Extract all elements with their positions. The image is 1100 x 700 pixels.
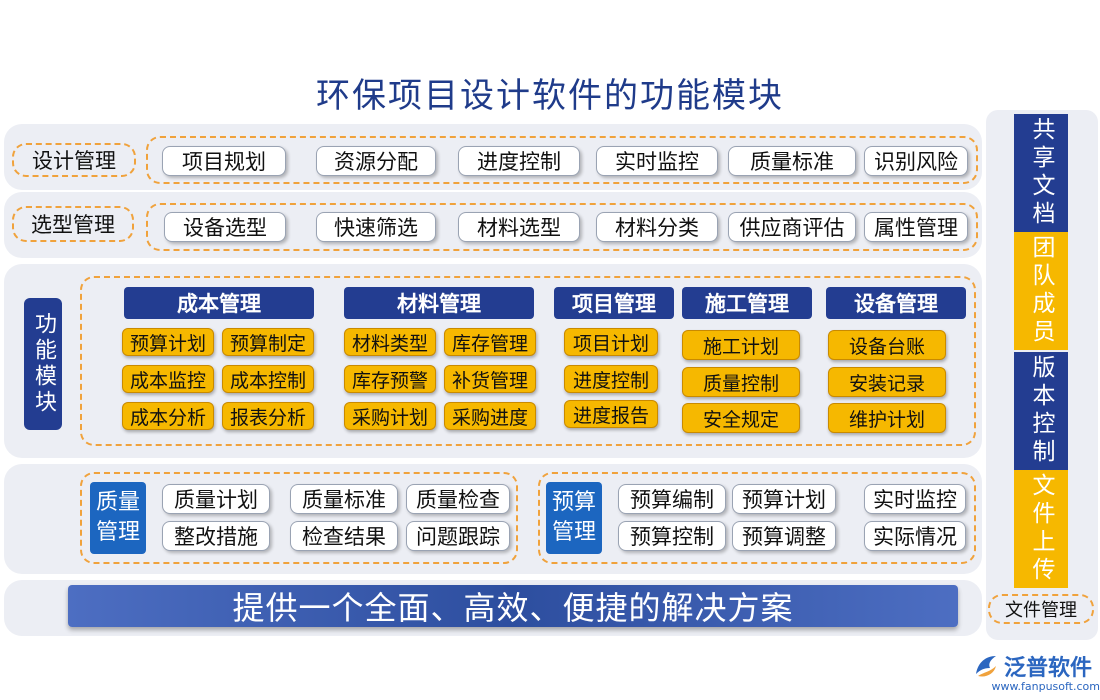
file-management-label: 文件管理	[1005, 600, 1077, 621]
budget-management-label: 预算管理	[546, 482, 602, 554]
construction-management-header: 施工管理	[682, 287, 812, 319]
function-module-frame	[80, 276, 976, 446]
project-item[interactable]: 项目计划	[564, 328, 658, 356]
page-title: 环保项目设计软件的功能模块	[316, 76, 784, 116]
quality-item[interactable]: 检查结果	[290, 521, 398, 551]
equipment-item[interactable]: 安装记录	[828, 367, 946, 397]
quality-item[interactable]: 质量标准	[290, 484, 398, 514]
design-item[interactable]: 实时监控	[596, 146, 718, 176]
selection-item[interactable]: 属性管理	[864, 212, 968, 242]
material-item[interactable]: 库存管理	[444, 328, 536, 356]
cost-management-header: 成本管理	[124, 287, 314, 319]
design-item[interactable]: 质量标准	[728, 146, 856, 176]
material-item[interactable]: 库存预警	[344, 365, 436, 393]
cost-item[interactable]: 成本分析	[122, 402, 214, 430]
budget-frame	[538, 472, 976, 564]
design-row-label-frame	[12, 143, 136, 177]
equipment-item[interactable]: 维护计划	[828, 403, 946, 433]
project-item[interactable]: 进度控制	[564, 365, 658, 393]
selection-row-label: 选型管理	[31, 213, 115, 237]
quality-item[interactable]: 问题跟踪	[406, 521, 510, 551]
material-management-header: 材料管理	[344, 287, 534, 319]
cost-item[interactable]: 预算计划	[122, 328, 214, 356]
solution-banner: 提供一个全面、高效、便捷的解决方案	[68, 585, 958, 627]
file-upload-block[interactable]: 文件上传	[1014, 470, 1068, 588]
budget-extra-item[interactable]: 实际情况	[864, 521, 966, 551]
selection-item[interactable]: 材料选型	[458, 212, 580, 242]
shared-docs-block[interactable]: 共享文档	[1014, 114, 1068, 232]
construction-item[interactable]: 安全规定	[682, 403, 800, 433]
budget-extra-item[interactable]: 实时监控	[864, 484, 966, 514]
budget-item[interactable]: 预算调整	[732, 521, 836, 551]
material-item[interactable]: 补货管理	[444, 365, 536, 393]
fanpu-logo-icon	[972, 652, 1000, 680]
design-item[interactable]: 资源分配	[316, 146, 436, 176]
cost-item[interactable]: 预算制定	[222, 328, 314, 356]
construction-item[interactable]: 质量控制	[682, 367, 800, 397]
quality-management-label: 质量管理	[90, 482, 146, 554]
equipment-management-header: 设备管理	[826, 287, 966, 319]
selection-item[interactable]: 材料分类	[596, 212, 718, 242]
cost-item[interactable]: 成本监控	[122, 365, 214, 393]
design-item[interactable]: 进度控制	[458, 146, 580, 176]
design-row-frame	[146, 136, 978, 184]
material-item[interactable]: 材料类型	[344, 328, 436, 356]
quality-item[interactable]: 整改措施	[162, 521, 270, 551]
design-item[interactable]: 识别风险	[864, 146, 968, 176]
quality-frame	[80, 472, 518, 564]
fanpu-logo-url: www.fanpusoft.com	[991, 680, 1100, 693]
design-row-label: 设计管理	[32, 149, 116, 173]
design-item[interactable]: 项目规划	[162, 146, 286, 176]
version-control-block[interactable]: 版本控制	[1014, 352, 1068, 470]
project-management-header: 项目管理	[554, 287, 674, 319]
cost-item[interactable]: 成本控制	[222, 365, 314, 393]
budget-item[interactable]: 预算控制	[618, 521, 726, 551]
material-item[interactable]: 采购计划	[344, 402, 436, 430]
selection-row-label-frame	[12, 206, 134, 242]
selection-item[interactable]: 快速筛选	[316, 212, 436, 242]
quality-budget-panel	[4, 464, 982, 574]
function-module-label: 功能模块	[24, 298, 62, 430]
equipment-item[interactable]: 设备台账	[828, 330, 946, 360]
quality-item[interactable]: 质量计划	[162, 484, 270, 514]
fanpu-logo-name: 泛普软件	[1004, 656, 1093, 681]
file-management-label-frame	[988, 594, 1094, 624]
budget-item[interactable]: 预算计划	[732, 484, 836, 514]
team-members-block[interactable]: 团队成员	[1014, 232, 1068, 350]
project-item[interactable]: 进度报告	[564, 400, 658, 428]
budget-item[interactable]: 预算编制	[618, 484, 726, 514]
quality-item[interactable]: 质量检查	[406, 484, 510, 514]
selection-item[interactable]: 供应商评估	[728, 212, 856, 242]
cost-item[interactable]: 报表分析	[222, 402, 314, 430]
selection-item[interactable]: 设备选型	[164, 212, 286, 242]
construction-item[interactable]: 施工计划	[682, 330, 800, 360]
selection-row-frame	[146, 203, 978, 251]
material-item[interactable]: 采购进度	[444, 402, 536, 430]
